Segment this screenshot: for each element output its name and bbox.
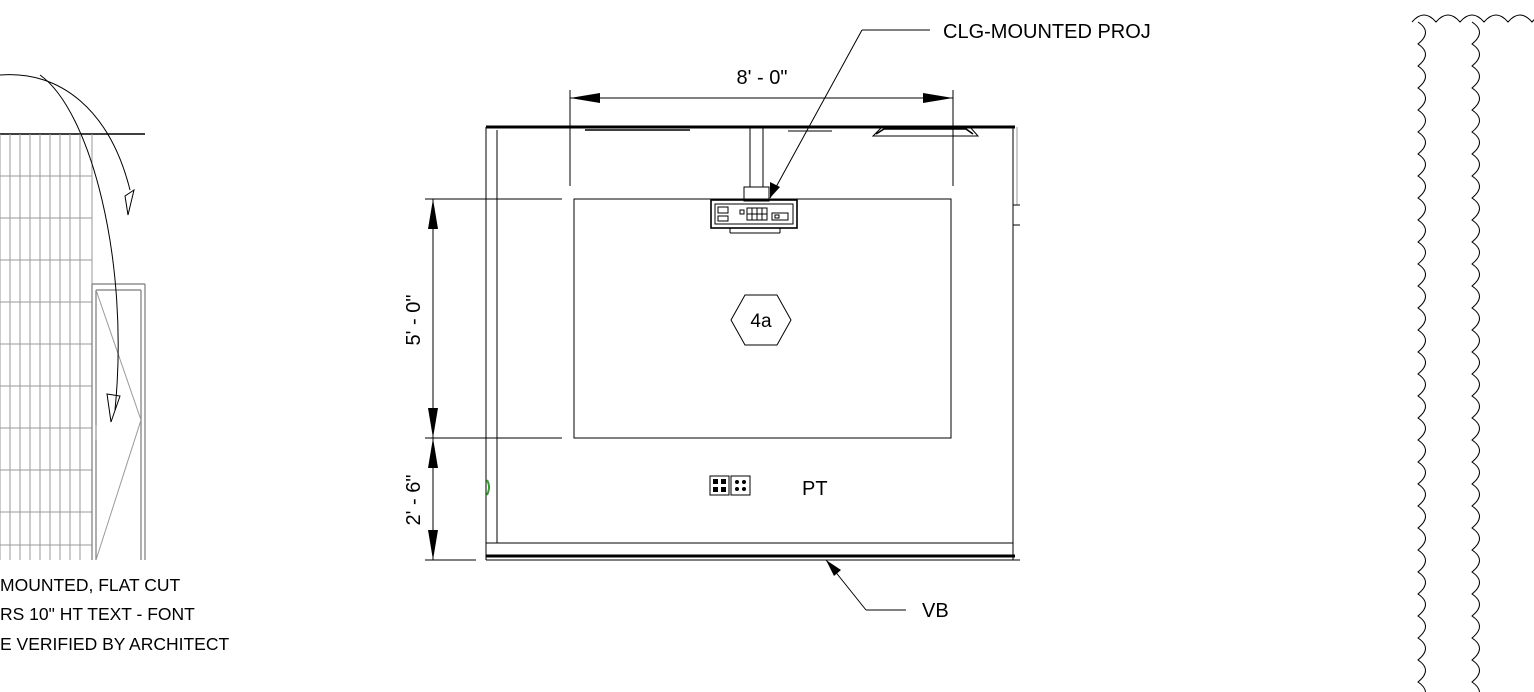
note-line-3: E VERIFIED BY ARCHITECT xyxy=(0,634,229,654)
elevation-tag: 4a xyxy=(730,294,792,346)
base-leader: VB xyxy=(825,559,949,622)
wall-finish-label: PT xyxy=(802,478,828,500)
base-label: VB xyxy=(922,600,949,622)
note-line-1: MOUNTED, FLAT CUT xyxy=(0,575,180,595)
projector-icon xyxy=(710,199,798,234)
projector-mount xyxy=(743,127,770,202)
screen-height-text: 5' - 0" xyxy=(403,295,425,346)
projector-leader: CLG-MOUNTED PROJ xyxy=(769,21,1151,199)
left-partial-elevation: MOUNTED, FLAT CUT RS 10" HT TEXT - FONT … xyxy=(0,74,229,654)
width-dimension-text: 8' - 0" xyxy=(737,67,788,89)
screen-height-dimension: 5' - 0" 2' - 6" xyxy=(403,198,562,561)
revision-cloud xyxy=(1411,14,1534,692)
duplex-outlet-icon xyxy=(709,475,751,496)
tag-label: 4a xyxy=(750,311,772,332)
door-frame xyxy=(91,283,146,561)
projector-note-text: CLG-MOUNTED PROJ xyxy=(943,21,1151,43)
main-elevation: 4a PT 8' - 0" xyxy=(403,21,1151,622)
sill-height-text: 2' - 6" xyxy=(403,475,425,526)
projection-screen xyxy=(573,198,952,439)
curtain-wall-grid xyxy=(0,134,93,560)
note-line-2: RS 10" HT TEXT - FONT xyxy=(0,604,195,624)
width-dimension: 8' - 0" xyxy=(569,67,954,186)
